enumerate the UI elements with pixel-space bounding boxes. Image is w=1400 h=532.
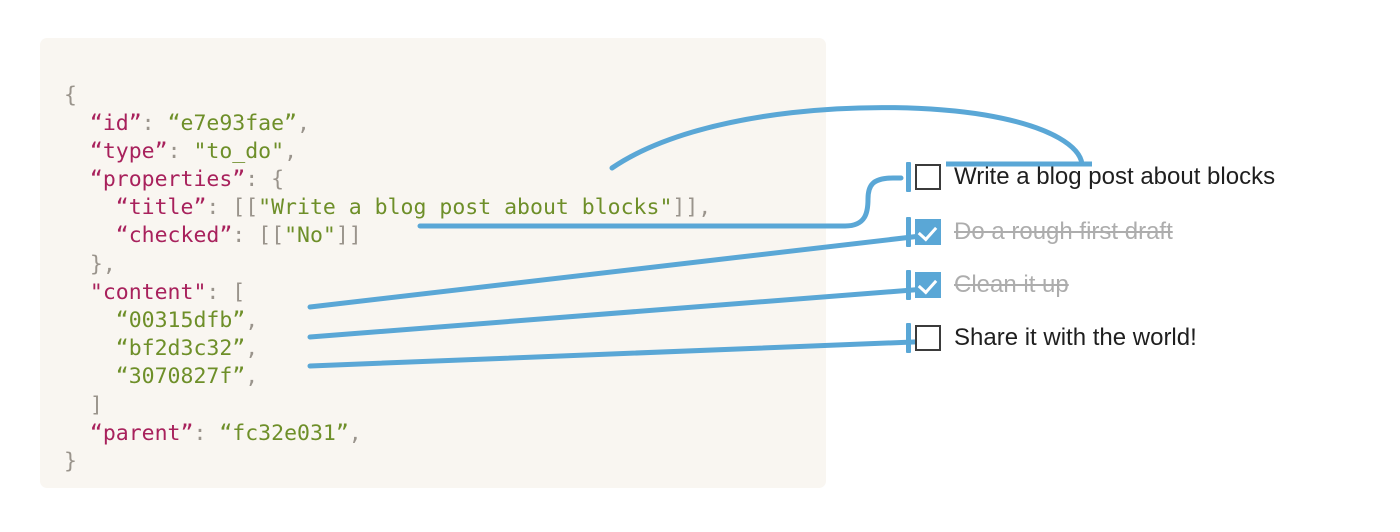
todo-item-1-connector-tick bbox=[906, 162, 911, 192]
todo-item-4-connector-tick bbox=[906, 323, 911, 353]
code-line-2: “type”: "to_do", bbox=[89, 138, 298, 164]
code-line-1: “id”: “e7e93fae”, bbox=[89, 110, 310, 136]
todo-item-1[interactable]: Write a blog post about blocks bbox=[906, 160, 1275, 194]
code-line-4: “title”: [["Write a blog post about bloc… bbox=[115, 195, 712, 221]
code-line-7: "content": [ bbox=[89, 279, 246, 305]
code-line-9: “bf2d3c32”, bbox=[115, 336, 259, 362]
todo-item-2-checkbox[interactable] bbox=[915, 219, 941, 245]
code-line-6: }, bbox=[89, 251, 116, 277]
todo-item-4[interactable]: Share it with the world! bbox=[906, 321, 1197, 355]
todo-item-4-checkbox[interactable] bbox=[915, 325, 941, 351]
json-code-block: { “id”: “e7e93fae”, “type”: "to_do", “pr… bbox=[64, 82, 711, 477]
code-line-10: “3070827f”, bbox=[115, 364, 259, 390]
todo-item-4-label: Share it with the world! bbox=[954, 324, 1197, 351]
code-line-5: “checked”: [["No"]] bbox=[115, 223, 362, 249]
code-line-8: “00315dfb”, bbox=[115, 308, 259, 333]
todo-item-2[interactable]: Do a rough first draft bbox=[906, 215, 1173, 249]
code-line-13: } bbox=[64, 448, 77, 474]
code-line-3: “properties”: { bbox=[89, 167, 285, 193]
code-line-0: { bbox=[64, 82, 77, 108]
todo-item-3[interactable]: Clean it up bbox=[906, 268, 1069, 302]
code-line-11: ] bbox=[89, 392, 103, 418]
todo-item-2-label: Do a rough first draft bbox=[954, 218, 1173, 245]
json-code-panel: { “id”: “e7e93fae”, “type”: "to_do", “pr… bbox=[40, 38, 826, 488]
todo-item-2-connector-tick bbox=[906, 217, 911, 247]
code-line-12: “parent”: “fc32e031”, bbox=[89, 420, 362, 446]
todo-item-3-label: Clean it up bbox=[954, 271, 1069, 298]
todo-item-3-connector-tick bbox=[906, 270, 911, 300]
todo-item-1-label: Write a blog post about blocks bbox=[954, 163, 1276, 190]
todo-item-3-checkbox[interactable] bbox=[915, 272, 941, 298]
todo-item-1-checkbox[interactable] bbox=[915, 164, 941, 190]
